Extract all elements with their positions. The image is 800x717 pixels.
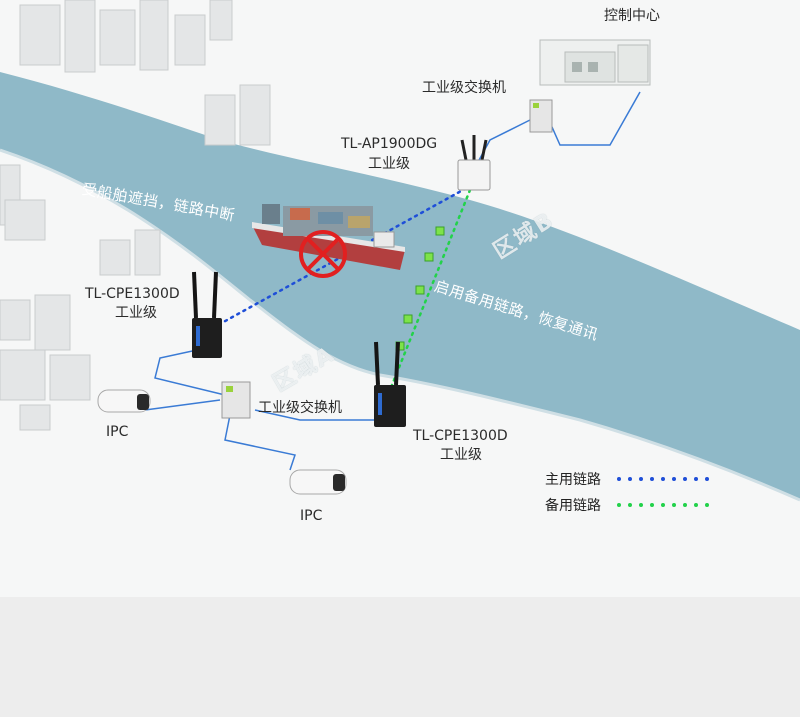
cpe-left-grade-label: 工业级	[115, 305, 157, 321]
ipc-left-label: IPC	[106, 424, 129, 440]
ap-model-label: TL-AP1900DG	[341, 136, 438, 152]
link-blocked-icon	[299, 230, 347, 278]
cpe-right-model-label: TL-CPE1300D	[413, 428, 508, 444]
ap-grade-label: 工业级	[368, 156, 410, 172]
cpe-left-model-label: TL-CPE1300D	[85, 286, 180, 302]
primary-link	[216, 183, 474, 327]
cpe-right-grade-label: 工业级	[440, 447, 482, 463]
ipc-camera-left	[97, 389, 151, 413]
backup-link-relays	[395, 226, 445, 351]
control-center-label: 控制中心	[604, 8, 660, 24]
cpe-left-device	[192, 271, 222, 358]
network-cables	[144, 91, 641, 471]
legend-primary-swatch	[617, 477, 709, 481]
ipc-camera-bottom	[289, 469, 347, 495]
control-center-building	[539, 39, 651, 86]
legend-backup-label: 备用链路	[545, 498, 601, 514]
legend: 主用链路 备用链路	[545, 466, 709, 518]
legend-primary: 主用链路	[545, 466, 709, 492]
footer-band	[0, 597, 800, 717]
legend-primary-label: 主用链路	[545, 472, 601, 488]
cpe-right-device	[374, 341, 406, 427]
city-buildings	[0, 0, 271, 431]
switch-top-label: 工业级交换机	[422, 80, 506, 96]
river	[0, 72, 800, 500]
legend-backup-swatch	[617, 503, 709, 507]
switch-bottom-device	[221, 381, 251, 419]
ap-device	[457, 135, 491, 191]
switch-top-device	[529, 99, 553, 133]
ipc-bottom-label: IPC	[300, 508, 323, 524]
switch-bottom-label: 工业级交换机	[258, 400, 342, 416]
legend-backup: 备用链路	[545, 492, 709, 518]
backup-link	[390, 188, 472, 387]
